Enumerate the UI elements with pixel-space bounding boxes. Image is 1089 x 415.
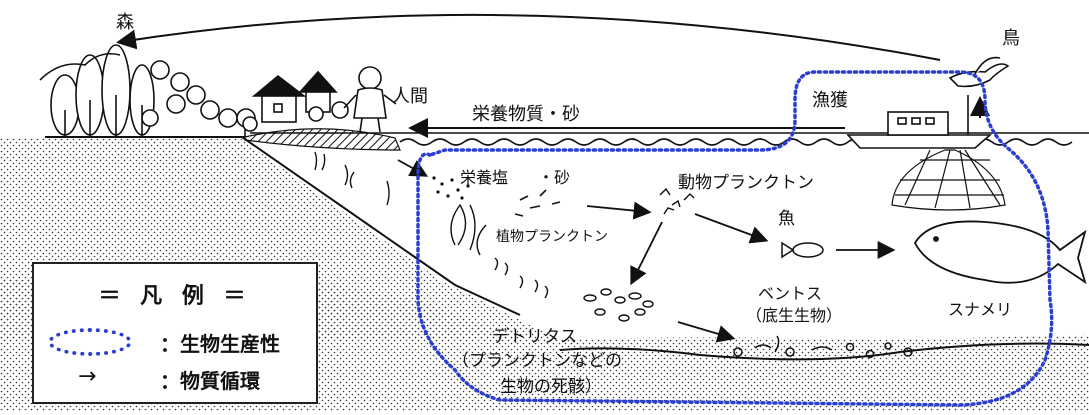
label-bird: 鳥 xyxy=(1002,28,1020,49)
food-web-arrows xyxy=(397,159,896,343)
seabed xyxy=(520,335,1089,411)
label-zooplankton: 動物プランクトン xyxy=(678,173,814,193)
forest-trees xyxy=(50,44,256,137)
productivity-outline xyxy=(416,70,1054,407)
arrow-bird-to-forest xyxy=(116,13,941,61)
fishing-net xyxy=(891,149,1006,211)
slope-line xyxy=(241,136,521,316)
fish xyxy=(781,241,824,259)
label-detritus-sub2: 生物の死骸） xyxy=(500,377,602,397)
label-forest: 森 xyxy=(116,12,134,33)
label-sand: ・砂 xyxy=(538,168,571,187)
bird xyxy=(948,56,1010,88)
legend-cycle-label: ：物質循環 xyxy=(160,369,260,393)
legend-productivity-label: ：生物生産性 xyxy=(160,332,280,356)
porpoise xyxy=(913,220,1087,285)
houses xyxy=(242,70,349,132)
label-detritus-sub1: （プランクトンなどの xyxy=(452,351,622,371)
label-nutrient-salts: 栄養塩 xyxy=(460,168,509,187)
human-figure xyxy=(343,66,397,133)
legend-arrow-symbol: → xyxy=(78,364,97,389)
fishing-boat xyxy=(846,95,993,149)
seabed-line xyxy=(559,342,1089,361)
zooplankton-glyphs xyxy=(659,187,695,215)
label-benthos-sub: （底生生物） xyxy=(746,306,843,325)
label-porpoise: スナメリ xyxy=(948,300,1013,319)
label-benthos: ベントス xyxy=(758,284,823,303)
mountain-ridge xyxy=(39,52,121,81)
label-human: 人間 xyxy=(392,86,428,107)
legend-productivity-symbol xyxy=(48,328,132,356)
label-detritus: デトリタス xyxy=(492,327,577,347)
legend-box: ＝ 凡 例 ＝ ：生物生産性 → ：物質循環 xyxy=(32,262,318,404)
nutrient-particles xyxy=(432,176,561,217)
detritus-particles xyxy=(583,288,654,322)
estuary-mound xyxy=(244,128,401,151)
label-fishing: 漁獲 xyxy=(812,90,848,111)
label-nutrients-sand: 栄養物質・砂 xyxy=(472,104,580,125)
legend-title: ＝ 凡 例 ＝ xyxy=(98,284,252,309)
benthos-organisms xyxy=(733,335,913,359)
label-phytoplankton: 植物プランクトン xyxy=(496,229,608,245)
coastal-weeds xyxy=(314,151,549,299)
label-fish: 魚 xyxy=(778,209,795,229)
